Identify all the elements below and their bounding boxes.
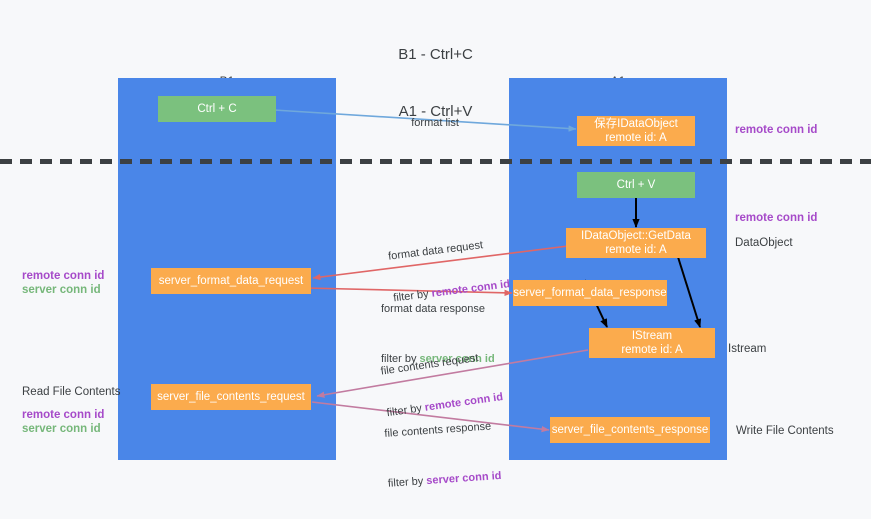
title-line-1: B1 - Ctrl+C xyxy=(398,46,473,63)
annotation-remote-conn-id-mid: remote conn id xyxy=(735,212,818,224)
node-server-format-data-response-label: server_format_data_response xyxy=(513,287,667,299)
phase-divider xyxy=(0,159,871,164)
edge-label-file-contents-response-text: file contents response xyxy=(384,420,492,440)
edge-label-file-contents-request-text: file contents request xyxy=(380,352,480,378)
edge-label-file-contents-response-filter: filter by server conn id xyxy=(387,469,502,491)
node-server-file-contents-response[interactable]: server_file_contents_response xyxy=(550,417,710,443)
annotation-left-remote-conn-id-bot: remote conn id xyxy=(22,409,105,421)
filter-key-server-conn-id: server conn id xyxy=(425,469,502,488)
node-server-file-contents-response-label: server_file_contents_response xyxy=(551,424,709,436)
node-istream[interactable]: IStream remote id: A xyxy=(589,328,715,358)
node-idataobject-getdata[interactable]: IDataObject::GetData remote id: A xyxy=(566,228,706,258)
node-ctrl-c[interactable]: Ctrl + C xyxy=(158,96,276,122)
edge-label-format-data-response-text: format data response xyxy=(381,303,485,315)
annotation-read-file-contents: Read File Contents xyxy=(22,386,121,398)
edge-label-format-list-text: format list xyxy=(411,117,459,129)
node-ctrl-v-label: Ctrl + V xyxy=(616,179,656,191)
node-istream-remote-id: remote id: A xyxy=(621,344,683,356)
node-getdata-remote-id: remote id: A xyxy=(605,244,667,256)
node-server-format-data-response[interactable]: server_format_data_response xyxy=(513,280,667,306)
annotation-left-server-conn-id-mid: server conn id xyxy=(22,284,101,296)
edge-label-format-data-request-text: format data request xyxy=(387,239,484,263)
node-server-file-contents-request-label: server_file_contents_request xyxy=(157,391,305,403)
node-idataobject-title: 保存IDataObject xyxy=(594,118,678,130)
edge-label-format-list: format list xyxy=(399,102,459,144)
node-ctrl-c-label: Ctrl + C xyxy=(197,103,237,115)
node-server-format-data-request-label: server_format_data_request xyxy=(158,275,304,287)
annotation-dataobject: DataObject xyxy=(735,237,793,249)
node-idataobject[interactable]: 保存IDataObject remote id: A xyxy=(577,116,695,146)
annotation-write-file-contents: Write File Contents xyxy=(736,425,834,437)
annotation-remote-conn-id-top: remote conn id xyxy=(735,124,818,136)
node-getdata-title: IDataObject::GetData xyxy=(581,230,691,242)
node-ctrl-v[interactable]: Ctrl + V xyxy=(577,172,695,198)
annotation-istream: Istream xyxy=(728,343,767,355)
annotation-left-server-conn-id-bot: server conn id xyxy=(22,423,101,435)
node-server-file-contents-request[interactable]: server_file_contents_request xyxy=(151,384,311,410)
annotation-left-remote-conn-id-mid: remote conn id xyxy=(22,270,105,282)
node-istream-title: IStream xyxy=(631,330,673,342)
diagram-canvas: B1 - Ctrl+C A1 - Ctrl+V B1 connection A1… xyxy=(0,46,871,490)
edge-label-file-contents-response: file contents response filter by server … xyxy=(382,391,504,519)
node-server-format-data-request[interactable]: server_format_data_request xyxy=(151,268,311,294)
node-idataobject-remote-id: remote id: A xyxy=(605,132,667,144)
filter-prefix: filter by xyxy=(387,475,427,490)
